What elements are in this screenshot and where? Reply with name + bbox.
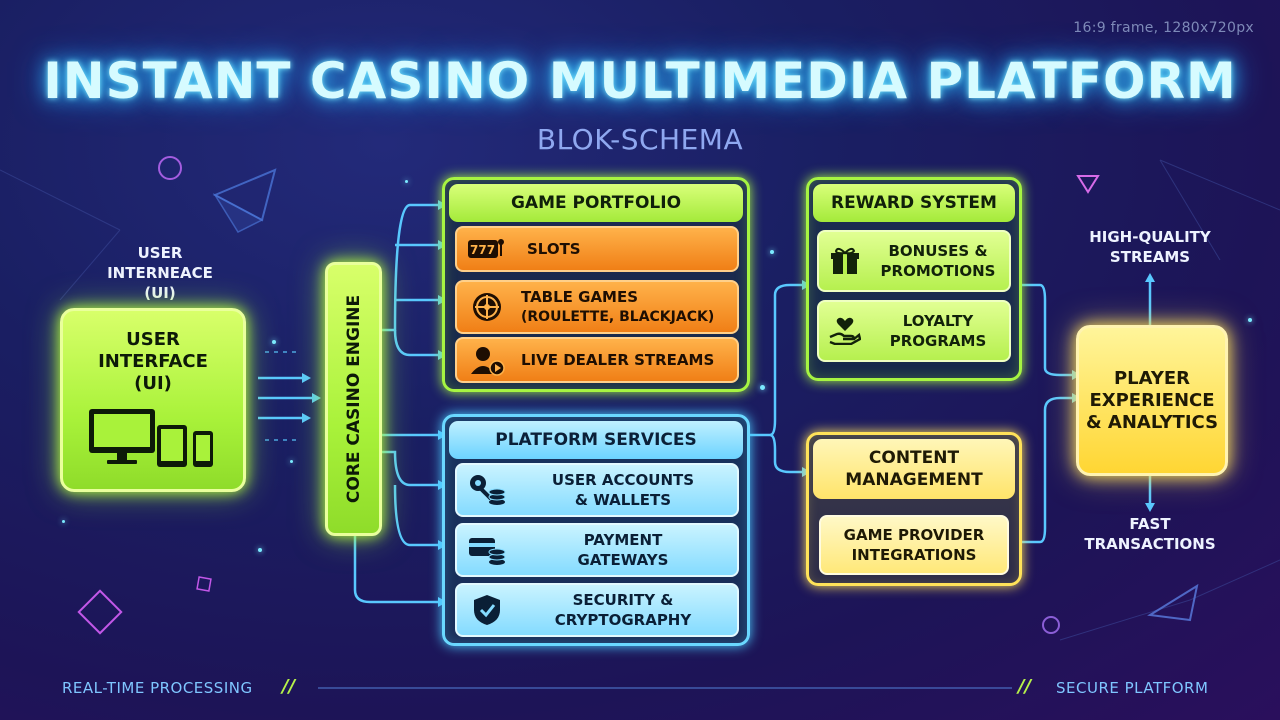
heart-hand-icon <box>823 317 867 345</box>
user-interface-box[interactable]: USER INTERFACE (UI) <box>60 308 246 492</box>
circle-decor <box>158 156 182 180</box>
ui-box-line: USER <box>126 329 180 350</box>
platform-services-panel: PLATFORM SERVICES USER ACCOUNTS & WALLET… <box>442 414 750 646</box>
loyalty-label: LOYALTY <box>902 312 974 330</box>
loyalty-sublabel: PROGRAMS <box>889 332 987 350</box>
list-item-live-dealer[interactable]: LIVE DEALER STREAMS <box>455 337 739 383</box>
list-item-payment-gateways[interactable]: PAYMENT GATEWAYS <box>455 523 739 577</box>
ui-caption-line: USER <box>137 244 183 262</box>
top-label-line: HIGH-QUALITY <box>1089 228 1211 246</box>
high-quality-streams-label: HIGH-QUALITY STREAMS <box>1070 227 1230 267</box>
game-portfolio-panel: GAME PORTFOLIO 777 SLOTS TABLE GAMES (RO… <box>442 177 750 392</box>
table-games-sublabel: (ROULETTE, BLACKJACK) <box>521 309 715 325</box>
payment-sublabel: GATEWAYS <box>577 551 669 569</box>
gift-icon <box>823 246 867 276</box>
list-item-game-provider[interactable]: GAME PROVIDER INTEGRATIONS <box>819 515 1009 575</box>
content-management-title: CONTENT MANAGEMENT <box>813 439 1015 499</box>
ui-caption-line: (UI) <box>144 284 176 302</box>
card-coins-icon <box>465 534 509 566</box>
player-line: EXPERIENCE <box>1089 389 1215 411</box>
player-line: PLAYER <box>1113 367 1191 389</box>
content-management-title-line: CONTENT <box>868 448 960 468</box>
footer-left: REAL-TIME PROCESSING <box>62 679 253 697</box>
user-accounts-label: USER ACCOUNTS <box>551 471 695 489</box>
ui-box-line: INTERFACE <box>98 351 208 372</box>
devices-icon <box>89 409 213 467</box>
platform-services-title: PLATFORM SERVICES <box>449 421 743 459</box>
bottom-label-line: FAST <box>1129 515 1171 533</box>
table-games-label: TABLE GAMES <box>521 288 639 306</box>
diamond-decor <box>77 589 123 635</box>
content-management-panel: CONTENT MANAGEMENT GAME PROVIDER INTEGRA… <box>806 432 1022 586</box>
security-sublabel: CRYPTOGRAPHY <box>554 611 692 629</box>
bonuses-label: BONUSES & <box>888 242 988 260</box>
page-subtitle: BLOK-SCHEMA <box>536 123 744 156</box>
player-experience-box[interactable]: PLAYER EXPERIENCE & ANALYTICS <box>1076 325 1228 476</box>
fast-transactions-label: FAST TRANSACTIONS <box>1070 514 1230 554</box>
core-engine-label: CORE CASINO ENGINE <box>343 294 364 504</box>
content-management-title-line: MANAGEMENT <box>845 470 983 490</box>
live-dealer-label: LIVE DEALER STREAMS <box>521 351 715 369</box>
bonuses-sublabel: PROMOTIONS <box>880 262 996 280</box>
ui-box-line: (UI) <box>134 373 172 394</box>
list-item-user-accounts[interactable]: USER ACCOUNTS & WALLETS <box>455 463 739 517</box>
bottom-label-line: TRANSACTIONS <box>1084 535 1216 553</box>
footer-separator-right: // <box>1018 676 1032 697</box>
svg-text:777: 777 <box>470 243 495 257</box>
footer-separator-left: // <box>282 676 296 697</box>
list-item-bonuses[interactable]: BONUSES & PROMOTIONS <box>817 230 1011 292</box>
list-item-table-games[interactable]: TABLE GAMES (ROULETTE, BLACKJACK) <box>455 280 739 334</box>
game-portfolio-title: GAME PORTFOLIO <box>449 184 743 222</box>
triangle-decor-2 <box>1076 175 1100 194</box>
key-coins-icon <box>465 472 509 508</box>
ui-caption: USER INTERNEACE (UI) <box>90 243 230 303</box>
page-title: INSTANT CASINO MULTIMEDIA PLATFORM <box>43 52 1237 110</box>
frame-note: 16:9 frame, 1280x720px <box>1073 20 1254 36</box>
game-provider-sublabel: INTEGRATIONS <box>851 546 977 564</box>
core-engine-box[interactable]: CORE CASINO ENGINE <box>325 262 382 536</box>
reward-system-panel: REWARD SYSTEM BONUSES & PROMOTIONS LOYAL… <box>806 177 1022 381</box>
list-item-loyalty[interactable]: LOYALTY PROGRAMS <box>817 300 1011 362</box>
slots-label: SLOTS <box>527 240 581 258</box>
list-item-security[interactable]: SECURITY & CRYPTOGRAPHY <box>455 583 739 637</box>
roulette-icon <box>465 290 509 324</box>
top-label-line: STREAMS <box>1109 248 1191 266</box>
reward-system-title: REWARD SYSTEM <box>813 184 1015 222</box>
user-accounts-sublabel: & WALLETS <box>574 491 672 509</box>
list-item-slots[interactable]: 777 SLOTS <box>455 226 739 272</box>
player-line: & ANALYTICS <box>1085 411 1219 433</box>
slot-machine-icon: 777 <box>465 236 509 262</box>
live-dealer-icon <box>465 344 509 376</box>
security-label: SECURITY & <box>572 591 674 609</box>
shield-icon <box>465 593 509 627</box>
footer-right: SECURE PLATFORM <box>1056 679 1209 697</box>
payment-label: PAYMENT <box>583 531 663 549</box>
ui-caption-line: INTERNEACE <box>107 264 213 282</box>
game-provider-label: GAME PROVIDER <box>843 526 985 544</box>
